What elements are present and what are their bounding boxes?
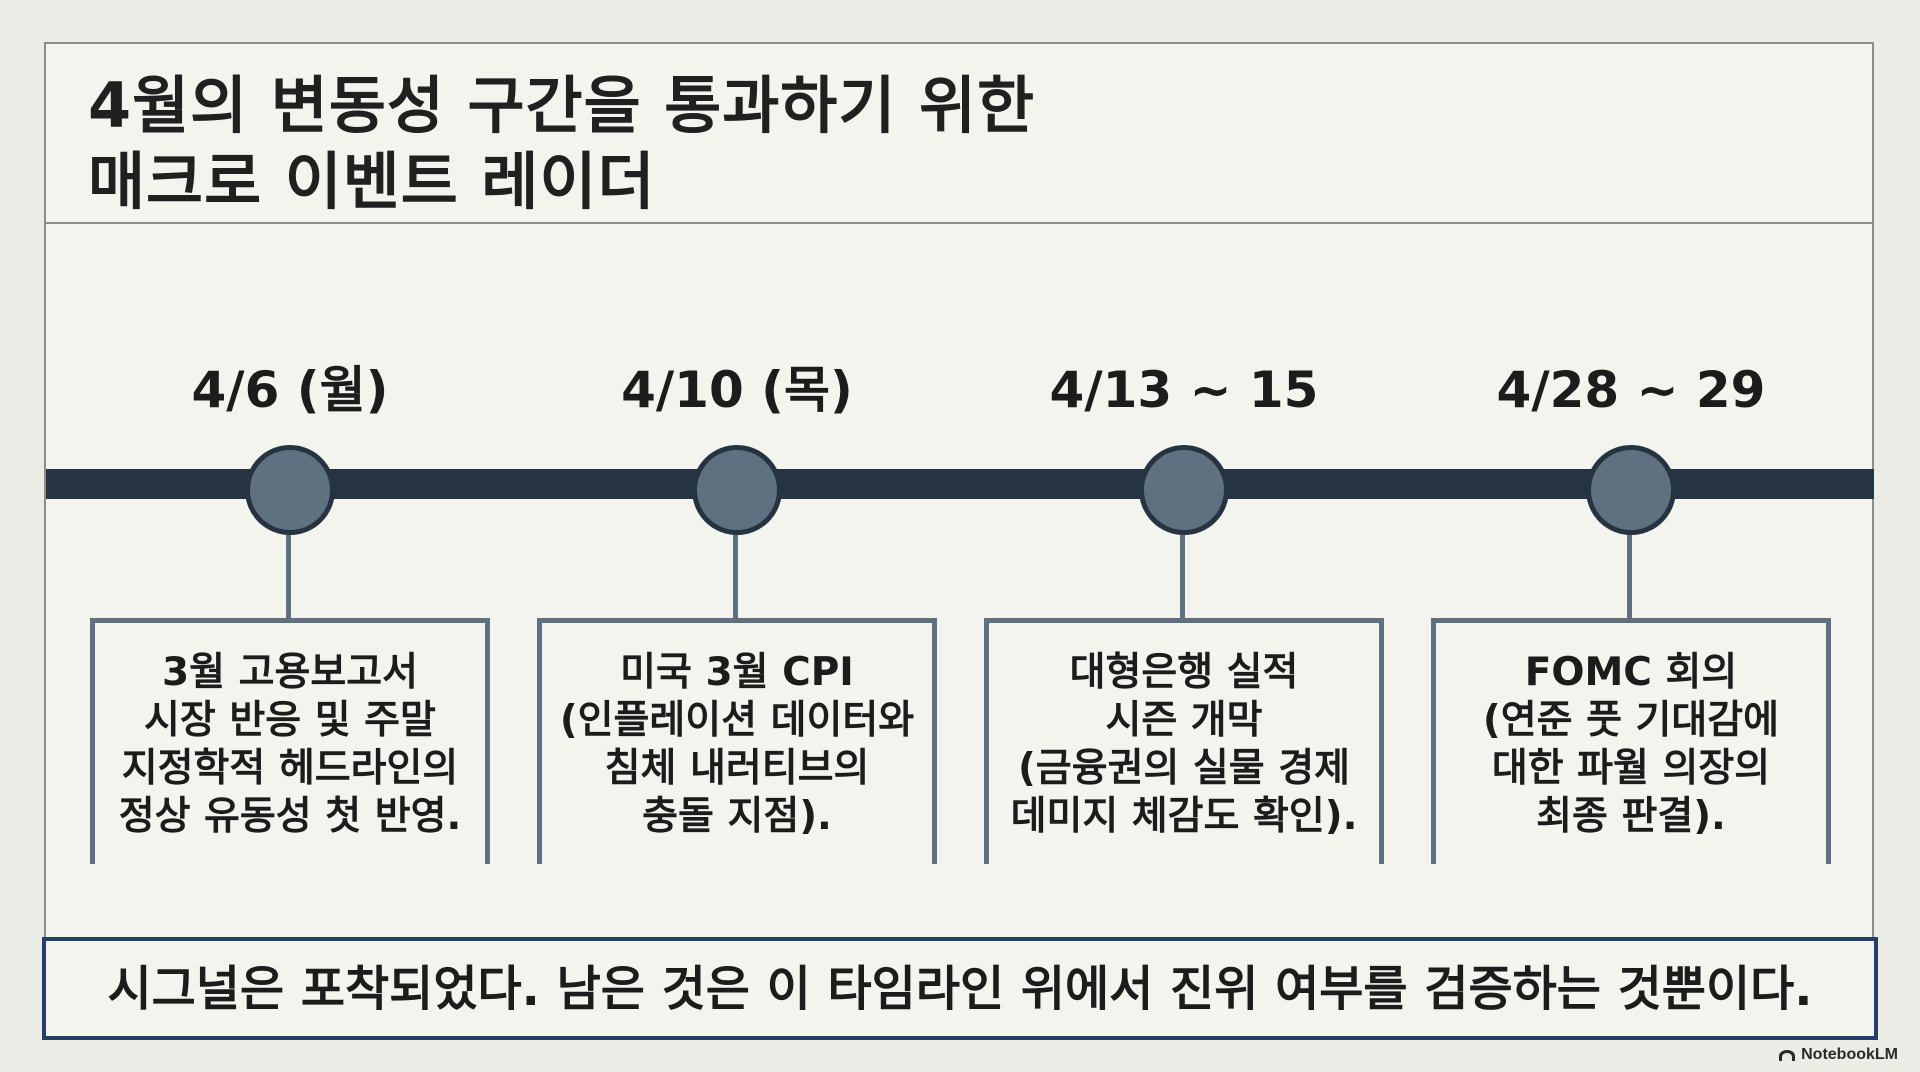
notebooklm-watermark: NotebookLM: [1778, 1046, 1898, 1064]
event-date: 4/13 ~ 15: [1049, 361, 1319, 419]
timeline-event-4: 4/28 ~ 29 FOMC 회의 (연준 풋 기대감에 대한 파월 의장의 최…: [1431, 0, 1831, 1072]
event-connector: [286, 535, 291, 620]
title-area: 4월의 변동성 구간을 통과하기 위한 매크로 이벤트 레이더: [46, 44, 1872, 224]
event-card: 미국 3월 CPI (인플레이션 데이터와 침체 내러티브의 충돌 지점).: [537, 618, 937, 864]
timeline-node-icon: [245, 445, 335, 535]
event-description: 미국 3월 CPI (인플레이션 데이터와 침체 내러티브의 충돌 지점).: [559, 650, 915, 839]
event-card: 3월 고용보고서 시장 반응 및 주말 지정학적 헤드라인의 정상 유동성 첫 …: [90, 618, 490, 864]
event-description: 3월 고용보고서 시장 반응 및 주말 지정학적 헤드라인의 정상 유동성 첫 …: [118, 650, 462, 839]
event-date: 4/10 (목): [621, 361, 853, 419]
timeline-event-2: 4/10 (목) 미국 3월 CPI (인플레이션 데이터와 침체 내러티브의 …: [537, 0, 937, 1072]
timeline-node-icon: [692, 445, 782, 535]
timeline-bar: [46, 469, 1874, 499]
event-connector: [1180, 535, 1185, 620]
slide-frame: 4월의 변동성 구간을 통과하기 위한 매크로 이벤트 레이더: [44, 42, 1874, 1032]
event-card: 대형은행 실적 시즌 개막 (금융권의 실물 경제 데미지 체감도 확인).: [984, 618, 1384, 864]
watermark-label: NotebookLM: [1801, 1046, 1898, 1063]
slide-title-line-1: 4월의 변동성 구간을 통과하기 위한: [88, 69, 1036, 142]
conclusion-text: 시그널은 포착되었다. 남은 것은 이 타임라인 위에서 진위 여부를 검증하는…: [107, 961, 1813, 1017]
event-connector: [733, 535, 738, 620]
notebooklm-logo-icon: [1779, 1049, 1796, 1061]
event-connector: [1627, 535, 1632, 620]
timeline-event-3: 4/13 ~ 15 대형은행 실적 시즌 개막 (금융권의 실물 경제 데미지 …: [984, 0, 1384, 1072]
event-card: FOMC 회의 (연준 풋 기대감에 대한 파월 의장의 최종 판결).: [1431, 618, 1831, 864]
slide-title: 4월의 변동성 구간을 통과하기 위한 매크로 이벤트 레이더: [88, 68, 1035, 220]
event-description: 대형은행 실적 시즌 개막 (금융권의 실물 경제 데미지 체감도 확인).: [1010, 650, 1358, 839]
conclusion-box: 시그널은 포착되었다. 남은 것은 이 타임라인 위에서 진위 여부를 검증하는…: [42, 937, 1878, 1040]
timeline-event-1: 4/6 (월) 3월 고용보고서 시장 반응 및 주말 지정학적 헤드라인의 정…: [90, 0, 490, 1072]
event-description: FOMC 회의 (연준 풋 기대감에 대한 파월 의장의 최종 판결).: [1482, 650, 1780, 839]
timeline-node-icon: [1586, 445, 1676, 535]
timeline-node-icon: [1139, 445, 1229, 535]
event-date: 4/28 ~ 29: [1496, 361, 1766, 419]
event-date: 4/6 (월): [191, 361, 389, 419]
slide-title-line-2: 매크로 이벤트 레이더: [88, 145, 656, 218]
